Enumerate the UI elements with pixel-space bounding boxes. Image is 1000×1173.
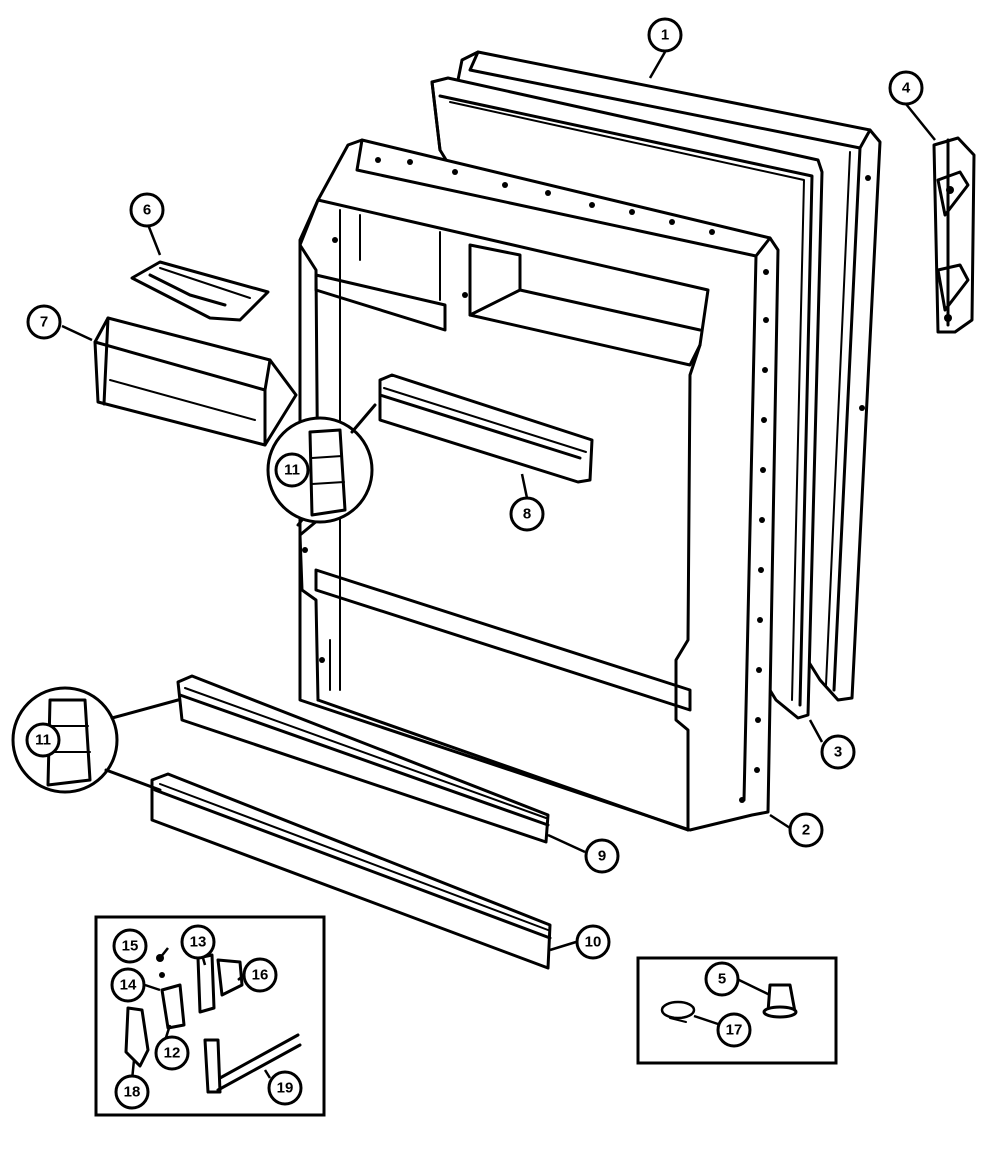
svg-text:16: 16 — [252, 967, 269, 984]
svg-text:13: 13 — [190, 934, 207, 951]
svg-text:2: 2 — [802, 822, 810, 839]
callout-2: 2 — [788, 812, 824, 848]
svg-text:5: 5 — [718, 971, 726, 988]
svg-text:8: 8 — [523, 506, 531, 523]
svg-text:19: 19 — [277, 1080, 294, 1097]
svg-text:12: 12 — [164, 1045, 181, 1062]
door-bin — [93, 316, 298, 447]
callout-6: 6 — [129, 192, 165, 228]
retainer-detail-lower — [11, 686, 180, 794]
svg-text:15: 15 — [122, 938, 139, 955]
callout-11-lower: 11 — [25, 722, 61, 758]
callout-3: 3 — [820, 734, 856, 770]
svg-text:6: 6 — [143, 202, 151, 219]
lower-rail — [176, 674, 550, 844]
liner-screw-holes — [375, 157, 769, 773]
callout-16: 16 — [242, 957, 278, 993]
callout-14: 14 — [110, 967, 146, 1003]
callout-15: 15 — [112, 928, 148, 964]
callout-17: 17 — [716, 1012, 752, 1048]
callout-8: 8 — [509, 496, 545, 532]
svg-text:7: 7 — [40, 314, 48, 331]
small-shelf — [130, 260, 270, 322]
callout-18: 18 — [114, 1074, 150, 1110]
svg-text:17: 17 — [726, 1022, 743, 1039]
retainer-detail-upper — [266, 403, 377, 527]
callout-9: 9 — [584, 838, 620, 874]
svg-text:3: 3 — [834, 744, 842, 761]
callout-11-upper: 11 — [274, 452, 310, 488]
door-liner — [298, 138, 780, 832]
callout-5: 5 — [704, 961, 740, 997]
svg-text:9: 9 — [598, 848, 606, 865]
svg-text:10: 10 — [585, 934, 602, 951]
callout-4: 4 — [888, 70, 924, 106]
bottom-rail — [150, 772, 552, 970]
hinge-plate-part — [196, 953, 216, 1014]
callout-19: 19 — [267, 1070, 303, 1106]
callout-10: 10 — [575, 924, 611, 960]
svg-text:18: 18 — [124, 1084, 141, 1101]
svg-text:1: 1 — [661, 27, 669, 44]
leader-lines — [61, 51, 936, 1081]
callout-7: 7 — [26, 304, 62, 340]
svg-text:4: 4 — [902, 80, 911, 97]
callout-12: 12 — [154, 1035, 190, 1071]
door-handle — [932, 136, 976, 334]
svg-text:14: 14 — [120, 977, 137, 994]
svg-text:11: 11 — [284, 462, 300, 479]
callout-13: 13 — [180, 924, 216, 960]
callout-1: 1 — [647, 17, 683, 53]
svg-text:11: 11 — [35, 732, 51, 749]
